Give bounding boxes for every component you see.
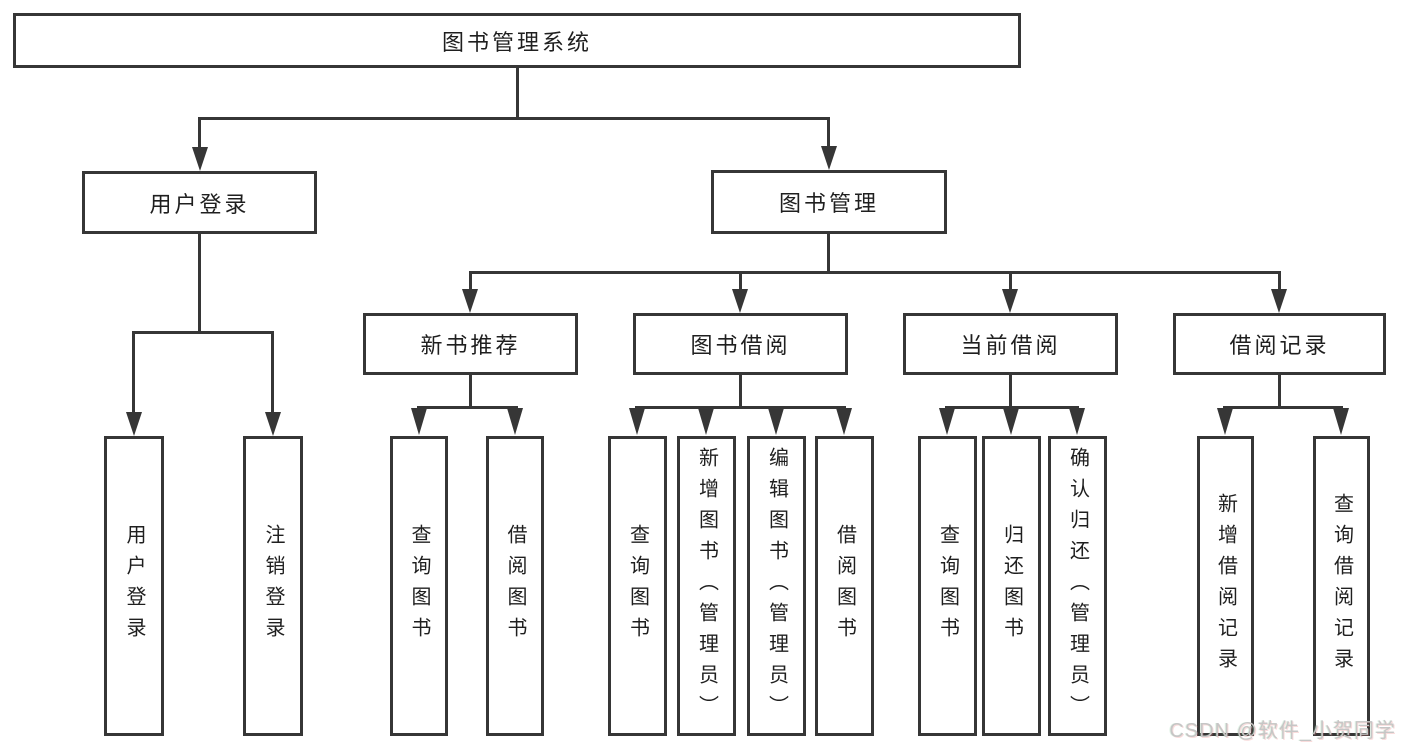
node-label: 用户登录: [149, 191, 250, 217]
connector-root-hline: [198, 117, 830, 120]
node-label: 新增借阅记录: [1214, 493, 1237, 679]
node-edit-book-admin: 编辑图书（管理员）: [747, 436, 806, 736]
node-label: 查询图书: [408, 524, 430, 648]
arrow-down-icon: [1003, 408, 1019, 435]
connector-root-drop-right: [827, 117, 830, 149]
connector-recommend-hline: [417, 406, 518, 409]
connector-login-drop-left: [132, 331, 135, 414]
node-borrow-books-recommend: 借阅图书: [486, 436, 544, 736]
arrow-down-icon: [265, 412, 281, 436]
connector-mgmt-drop-4: [1278, 271, 1281, 290]
node-query-books-borrowing: 查询图书: [608, 436, 667, 736]
arrow-down-icon: [732, 289, 748, 313]
arrow-down-icon: [411, 408, 427, 435]
connector-mgmt-drop-1: [469, 271, 472, 290]
node-return-books: 归还图书: [982, 436, 1041, 736]
node-library-management-system: 图书管理系统: [13, 13, 1021, 68]
node-query-books-recommend: 查询图书: [390, 436, 448, 736]
arrow-down-icon: [1217, 408, 1233, 435]
connector-mgmt-drop-2: [739, 271, 742, 290]
connector-recommend-stem: [469, 375, 472, 408]
node-user-login-leaf: 用户登录: [104, 436, 164, 736]
connector-mgmt-stem: [827, 234, 830, 273]
connector-mgmt-hline: [469, 271, 1281, 274]
node-query-books-current: 查询图书: [918, 436, 977, 736]
node-label: 新书推荐: [420, 333, 521, 358]
arrow-down-icon: [507, 408, 523, 435]
arrow-down-icon: [192, 147, 208, 171]
node-label: 图书管理系统: [441, 29, 592, 55]
arrow-down-icon: [768, 408, 784, 435]
node-query-borrow-record: 查询借阅记录: [1313, 436, 1370, 736]
arrow-down-icon: [1002, 289, 1018, 313]
node-book-borrowing: 图书借阅: [633, 313, 848, 375]
connector-records-stem: [1278, 375, 1281, 408]
node-label: 查询借阅记录: [1330, 493, 1353, 679]
arrow-down-icon: [1069, 408, 1085, 435]
node-label: 确认归还（管理员）: [1066, 446, 1089, 726]
node-label: 借阅记录: [1229, 333, 1330, 358]
node-confirm-return-admin: 确认归还（管理员）: [1048, 436, 1107, 736]
node-label: 借阅图书: [833, 524, 856, 648]
node-label: 注销登录: [262, 524, 284, 648]
node-label: 当前借阅: [960, 333, 1061, 358]
node-label: 图书管理: [778, 191, 879, 216]
node-label: 归还图书: [1000, 524, 1023, 648]
connector-records-hline: [1223, 406, 1343, 409]
node-label: 查询图书: [626, 524, 649, 648]
node-new-book-recommendation: 新书推荐: [363, 313, 578, 375]
node-user-login: 用户登录: [82, 171, 317, 234]
node-add-book-admin: 新增图书（管理员）: [677, 436, 736, 736]
node-label: 编辑图书（管理员）: [765, 446, 788, 726]
connector-borrowing-stem: [739, 375, 742, 408]
node-label: 图书借阅: [690, 333, 791, 358]
connector-current-stem: [1009, 375, 1012, 408]
arrow-down-icon: [939, 408, 955, 435]
connector-root-stem: [516, 68, 519, 120]
connector-login-stem: [198, 234, 201, 333]
arrow-down-icon: [462, 289, 478, 313]
arrow-down-icon: [821, 146, 837, 170]
connector-mgmt-drop-3: [1009, 271, 1012, 290]
connector-current-hline: [945, 406, 1079, 409]
node-add-borrow-record: 新增借阅记录: [1197, 436, 1254, 736]
connector-root-drop-left: [198, 117, 201, 150]
node-current-borrowing: 当前借阅: [903, 313, 1118, 375]
connector-login-drop-right: [271, 331, 274, 414]
connector-borrowing-hline: [635, 406, 846, 409]
csdn-watermark: CSDN @软件_小贺同学: [1169, 720, 1396, 742]
arrow-down-icon: [126, 412, 142, 436]
node-label: 借阅图书: [504, 524, 526, 648]
arrow-down-icon: [629, 408, 645, 435]
arrow-down-icon: [1271, 289, 1287, 313]
node-label: 查询图书: [936, 524, 959, 648]
arrow-down-icon: [1333, 408, 1349, 435]
node-label: 用户登录: [123, 524, 145, 648]
node-logout: 注销登录: [243, 436, 303, 736]
node-label: 新增图书（管理员）: [695, 446, 718, 726]
arrow-down-icon: [698, 408, 714, 435]
node-book-management: 图书管理: [711, 170, 947, 234]
node-borrow-books-borrowing: 借阅图书: [815, 436, 874, 736]
node-borrowing-records: 借阅记录: [1173, 313, 1386, 375]
arrow-down-icon: [836, 408, 852, 435]
connector-login-hline: [132, 331, 274, 334]
